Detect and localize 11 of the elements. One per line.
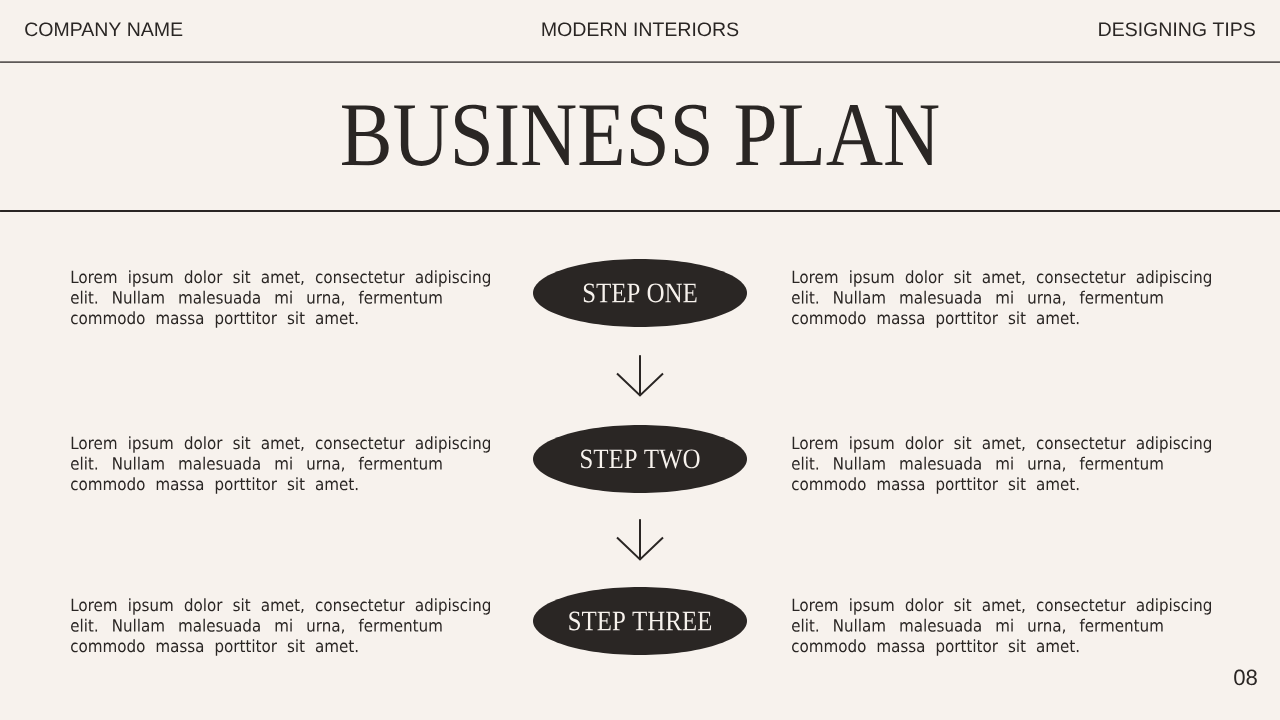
header-text: COMPANY NAME: [25, 22, 183, 37]
header-text: DESIGNING TIPS: [1099, 22, 1255, 37]
paragraph: Lorem ipsum dolor sit amet, consectetur adipiscing elit. Nullam malesuada mi urna, fermentum commodo massa porttitor sit amet.: [71, 270, 490, 328]
title: BUSINESS PLAN: [342, 104, 939, 166]
paragraph: Lorem ipsum dolor sit amet, consectetur adipiscing elit. Nullam malesuada mi urna, fermentum commodo massa porttitor sit amet.: [71, 436, 490, 494]
paragraph: Lorem ipsum dolor sit amet, consectetur adipiscing elit. Nullam malesuada mi urna, fermentum commodo massa porttitor sit amet.: [792, 598, 1211, 656]
paragraph: Lorem ipsum dolor sit amet, consectetur adipiscing elit. Nullam malesuada mi urna, fermentum commodo massa porttitor sit amet.: [792, 436, 1211, 494]
paragraph: Lorem ipsum dolor sit amet, consectetur adipiscing elit. Nullam malesuada mi urna, fermentum commodo massa porttitor sit amet.: [71, 598, 490, 656]
header-text: MODERN INTERIORS: [542, 22, 739, 37]
page-number: 08: [1234, 669, 1257, 686]
paragraph: Lorem ipsum dolor sit amet, consectetur adipiscing elit. Nullam malesuada mi urna, fermentum commodo massa porttitor sit amet.: [792, 270, 1211, 328]
